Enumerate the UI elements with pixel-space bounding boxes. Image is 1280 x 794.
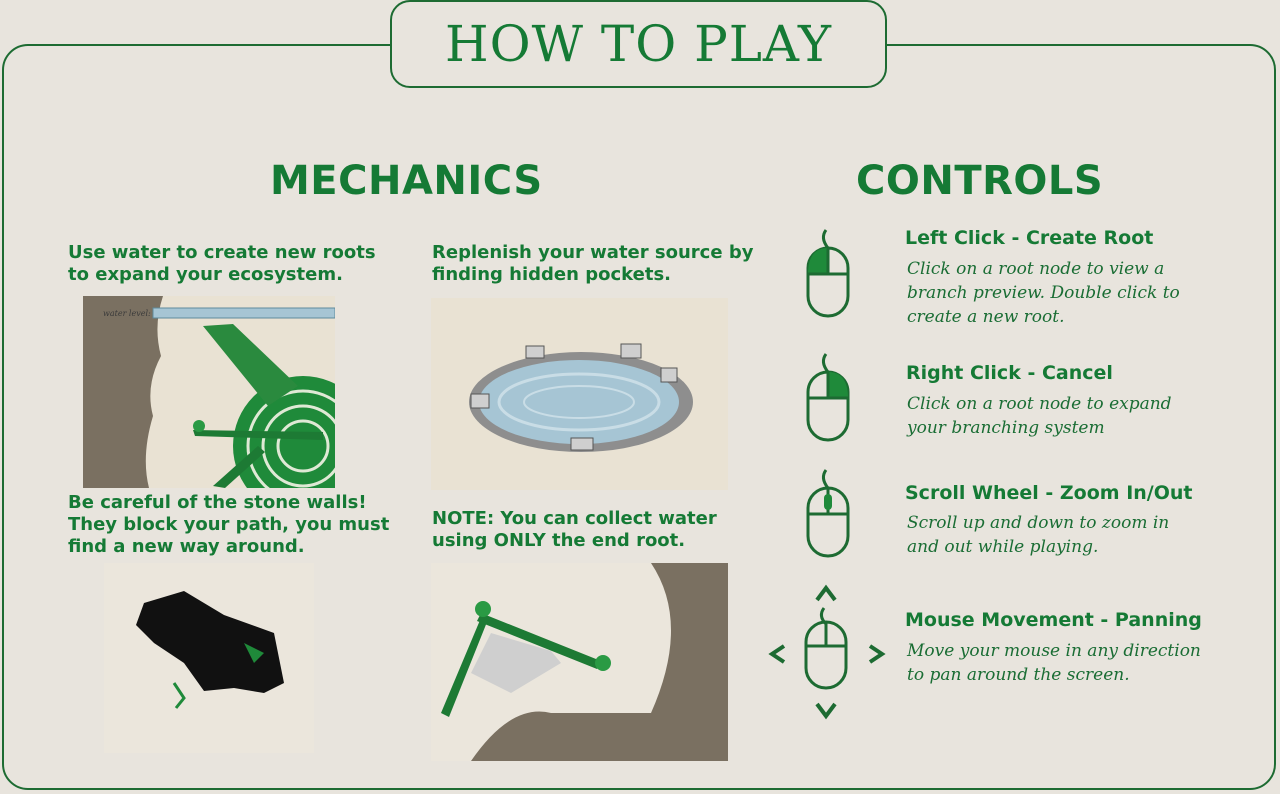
mouse-scroll-wheel-icon bbox=[806, 469, 850, 558]
controls-heading: CONTROLS bbox=[856, 158, 1104, 204]
mouse-right-click-icon bbox=[806, 353, 850, 442]
control-pan-desc: Move your mouse in any direction to pan … bbox=[907, 641, 1201, 685]
mouse-left-click-icon bbox=[806, 229, 850, 318]
mechanic-tip-stone-walls: Be careful of the stone walls! They bloc… bbox=[68, 492, 390, 557]
control-scroll-title: Scroll Wheel - Zoom In/Out bbox=[905, 482, 1193, 504]
screenshot-end-root bbox=[431, 563, 728, 761]
control-right-click-title: Right Click - Cancel bbox=[906, 362, 1113, 384]
mechanic-tip-water-roots: Use water to create new roots to expand … bbox=[68, 242, 376, 285]
title-banner: HOW TO PLAY bbox=[390, 0, 887, 88]
water-level-label: water level: bbox=[103, 309, 151, 318]
screenshot-water-pocket bbox=[431, 298, 728, 490]
control-right-click-desc: Click on a root node to expand your bran… bbox=[907, 394, 1172, 438]
screenshot-water-roots: water level: bbox=[83, 296, 335, 488]
control-pan-title: Mouse Movement - Panning bbox=[905, 609, 1202, 631]
mouse-move-icon bbox=[768, 584, 886, 720]
mechanic-tip-replenish: Replenish your water source by finding h… bbox=[432, 242, 754, 285]
mechanics-heading: MECHANICS bbox=[270, 158, 543, 204]
mechanic-tip-end-root: NOTE: You can collect water using ONLY t… bbox=[432, 508, 717, 551]
screenshot-stone-wall bbox=[104, 563, 314, 753]
control-left-click-title: Left Click - Create Root bbox=[905, 227, 1154, 249]
page-title: HOW TO PLAY bbox=[444, 15, 833, 73]
control-scroll-desc: Scroll up and down to zoom in and out wh… bbox=[907, 513, 1170, 557]
control-left-click-desc: Click on a root node to view a branch pr… bbox=[907, 259, 1180, 327]
